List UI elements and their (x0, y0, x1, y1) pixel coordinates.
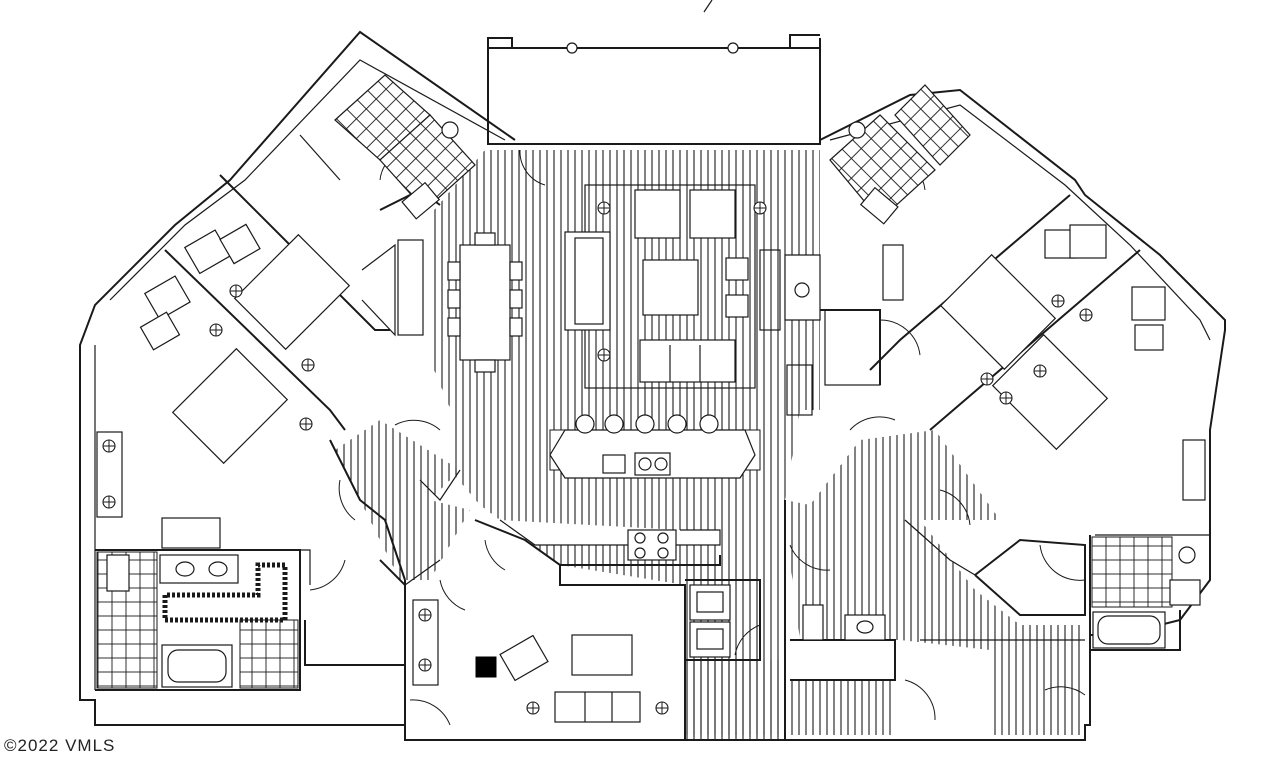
closets (361, 239, 881, 416)
north-mark (703, 0, 713, 13)
exterior-walls (79, 30, 1226, 741)
laundry (689, 584, 731, 658)
powder-room (802, 604, 886, 641)
dining-table (447, 232, 523, 373)
left-top-bath (334, 74, 476, 220)
doors (309, 149, 1086, 726)
living-room-furniture (564, 184, 767, 389)
fireplace (759, 249, 821, 331)
copyright-watermark: ©2022 VMLS (4, 736, 116, 755)
right-top-bath (829, 84, 971, 225)
kitchen-island (549, 414, 756, 479)
kitchen-counter (499, 519, 721, 561)
deck (487, 38, 821, 145)
bottom-walls (404, 500, 1085, 740)
right-bath (1091, 536, 1201, 649)
left-bedroom-furniture (96, 223, 351, 549)
den-furniture (412, 599, 669, 723)
left-bath (96, 551, 299, 689)
right-bedroom-furniture (882, 224, 1206, 501)
